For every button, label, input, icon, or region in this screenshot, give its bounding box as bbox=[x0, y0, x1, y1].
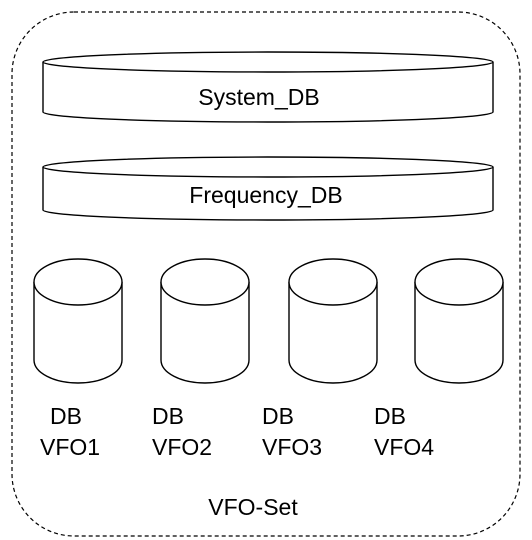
vfo1-db-cylinder bbox=[33, 258, 123, 384]
system-db-cylinder bbox=[42, 51, 494, 123]
vfo1-db-label-line1: DB bbox=[50, 403, 82, 429]
frequency-db-label: Frequency_DB bbox=[189, 182, 343, 208]
vfo2-db-cylinder bbox=[160, 258, 250, 384]
vfo3-db-label-line2: VFO3 bbox=[262, 434, 323, 460]
system-db-label: System_DB bbox=[198, 84, 320, 110]
vfo4-db-cylinder bbox=[414, 258, 504, 384]
vfo2-db-label-line1: DB bbox=[152, 403, 184, 429]
vfo3-db-label-line1: DB bbox=[262, 403, 294, 429]
vfo4-db-label-line2: VFO4 bbox=[374, 434, 435, 460]
vfo1-db-label-line2: VFO1 bbox=[40, 434, 101, 460]
vfo2-db-label-line2: VFO2 bbox=[152, 434, 213, 460]
vfo4-db-label-line1: DB bbox=[374, 403, 406, 429]
vfo3-db-cylinder bbox=[288, 258, 378, 384]
vfo-set-container bbox=[11, 11, 521, 537]
frequency-db-cylinder bbox=[42, 156, 494, 221]
vfo-set-label: VFO-Set bbox=[208, 494, 298, 520]
